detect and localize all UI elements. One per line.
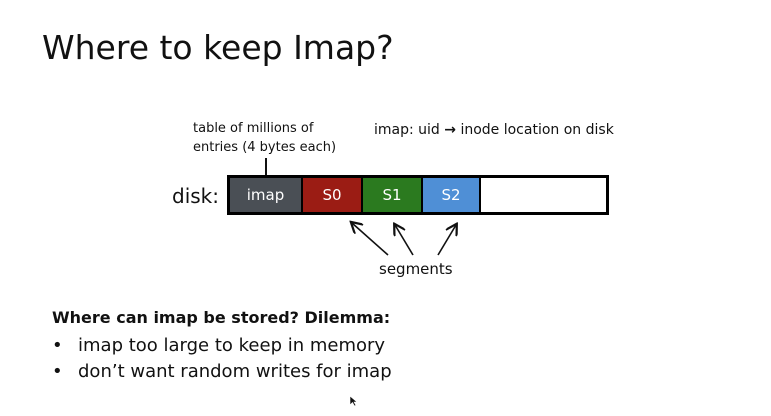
- segments-label: segments: [379, 260, 453, 278]
- disk-block-s2: S2: [423, 178, 481, 212]
- table-annotation: table of millions of entries (4 bytes ea…: [193, 121, 337, 155]
- mouse-cursor-icon: [349, 395, 358, 407]
- arrow-to-s1: [395, 225, 414, 256]
- bullet-item: • imap too large to keep in memory: [52, 333, 392, 359]
- bullet-text: don’t want random writes for imap: [78, 361, 392, 382]
- disk-block-empty: [481, 178, 606, 212]
- segment-pointer-arrows: [340, 215, 470, 256]
- slide-title: Where to keep Imap?: [42, 28, 394, 67]
- disk-block-imap: imap: [230, 178, 303, 212]
- disk-block-s1: S1: [363, 178, 423, 212]
- dilemma-question: Where can imap be stored? Dilemma:: [52, 308, 391, 327]
- disk-block-s0: S0: [303, 178, 363, 212]
- imap-mapping-annotation: imap: uid → inode location on disk: [374, 121, 614, 140]
- disk-label: disk:: [172, 184, 219, 208]
- bullet-list: • imap too large to keep in memory • don…: [52, 333, 392, 385]
- arrow-to-s0: [352, 223, 389, 256]
- disk-bar: imap S0 S1 S2: [227, 175, 609, 215]
- bullet-dot-icon: •: [52, 361, 63, 382]
- annotation-pointer-line: [265, 158, 267, 176]
- right-arrow-icon: →: [444, 122, 456, 138]
- imap-mapping-suffix: inode location on disk: [460, 122, 614, 138]
- imap-mapping-prefix: imap: uid: [374, 122, 440, 138]
- arrow-to-s2: [437, 225, 456, 256]
- bullet-item: • don’t want random writes for imap: [52, 359, 392, 385]
- bullet-dot-icon: •: [52, 335, 63, 356]
- bullet-text: imap too large to keep in memory: [78, 335, 386, 356]
